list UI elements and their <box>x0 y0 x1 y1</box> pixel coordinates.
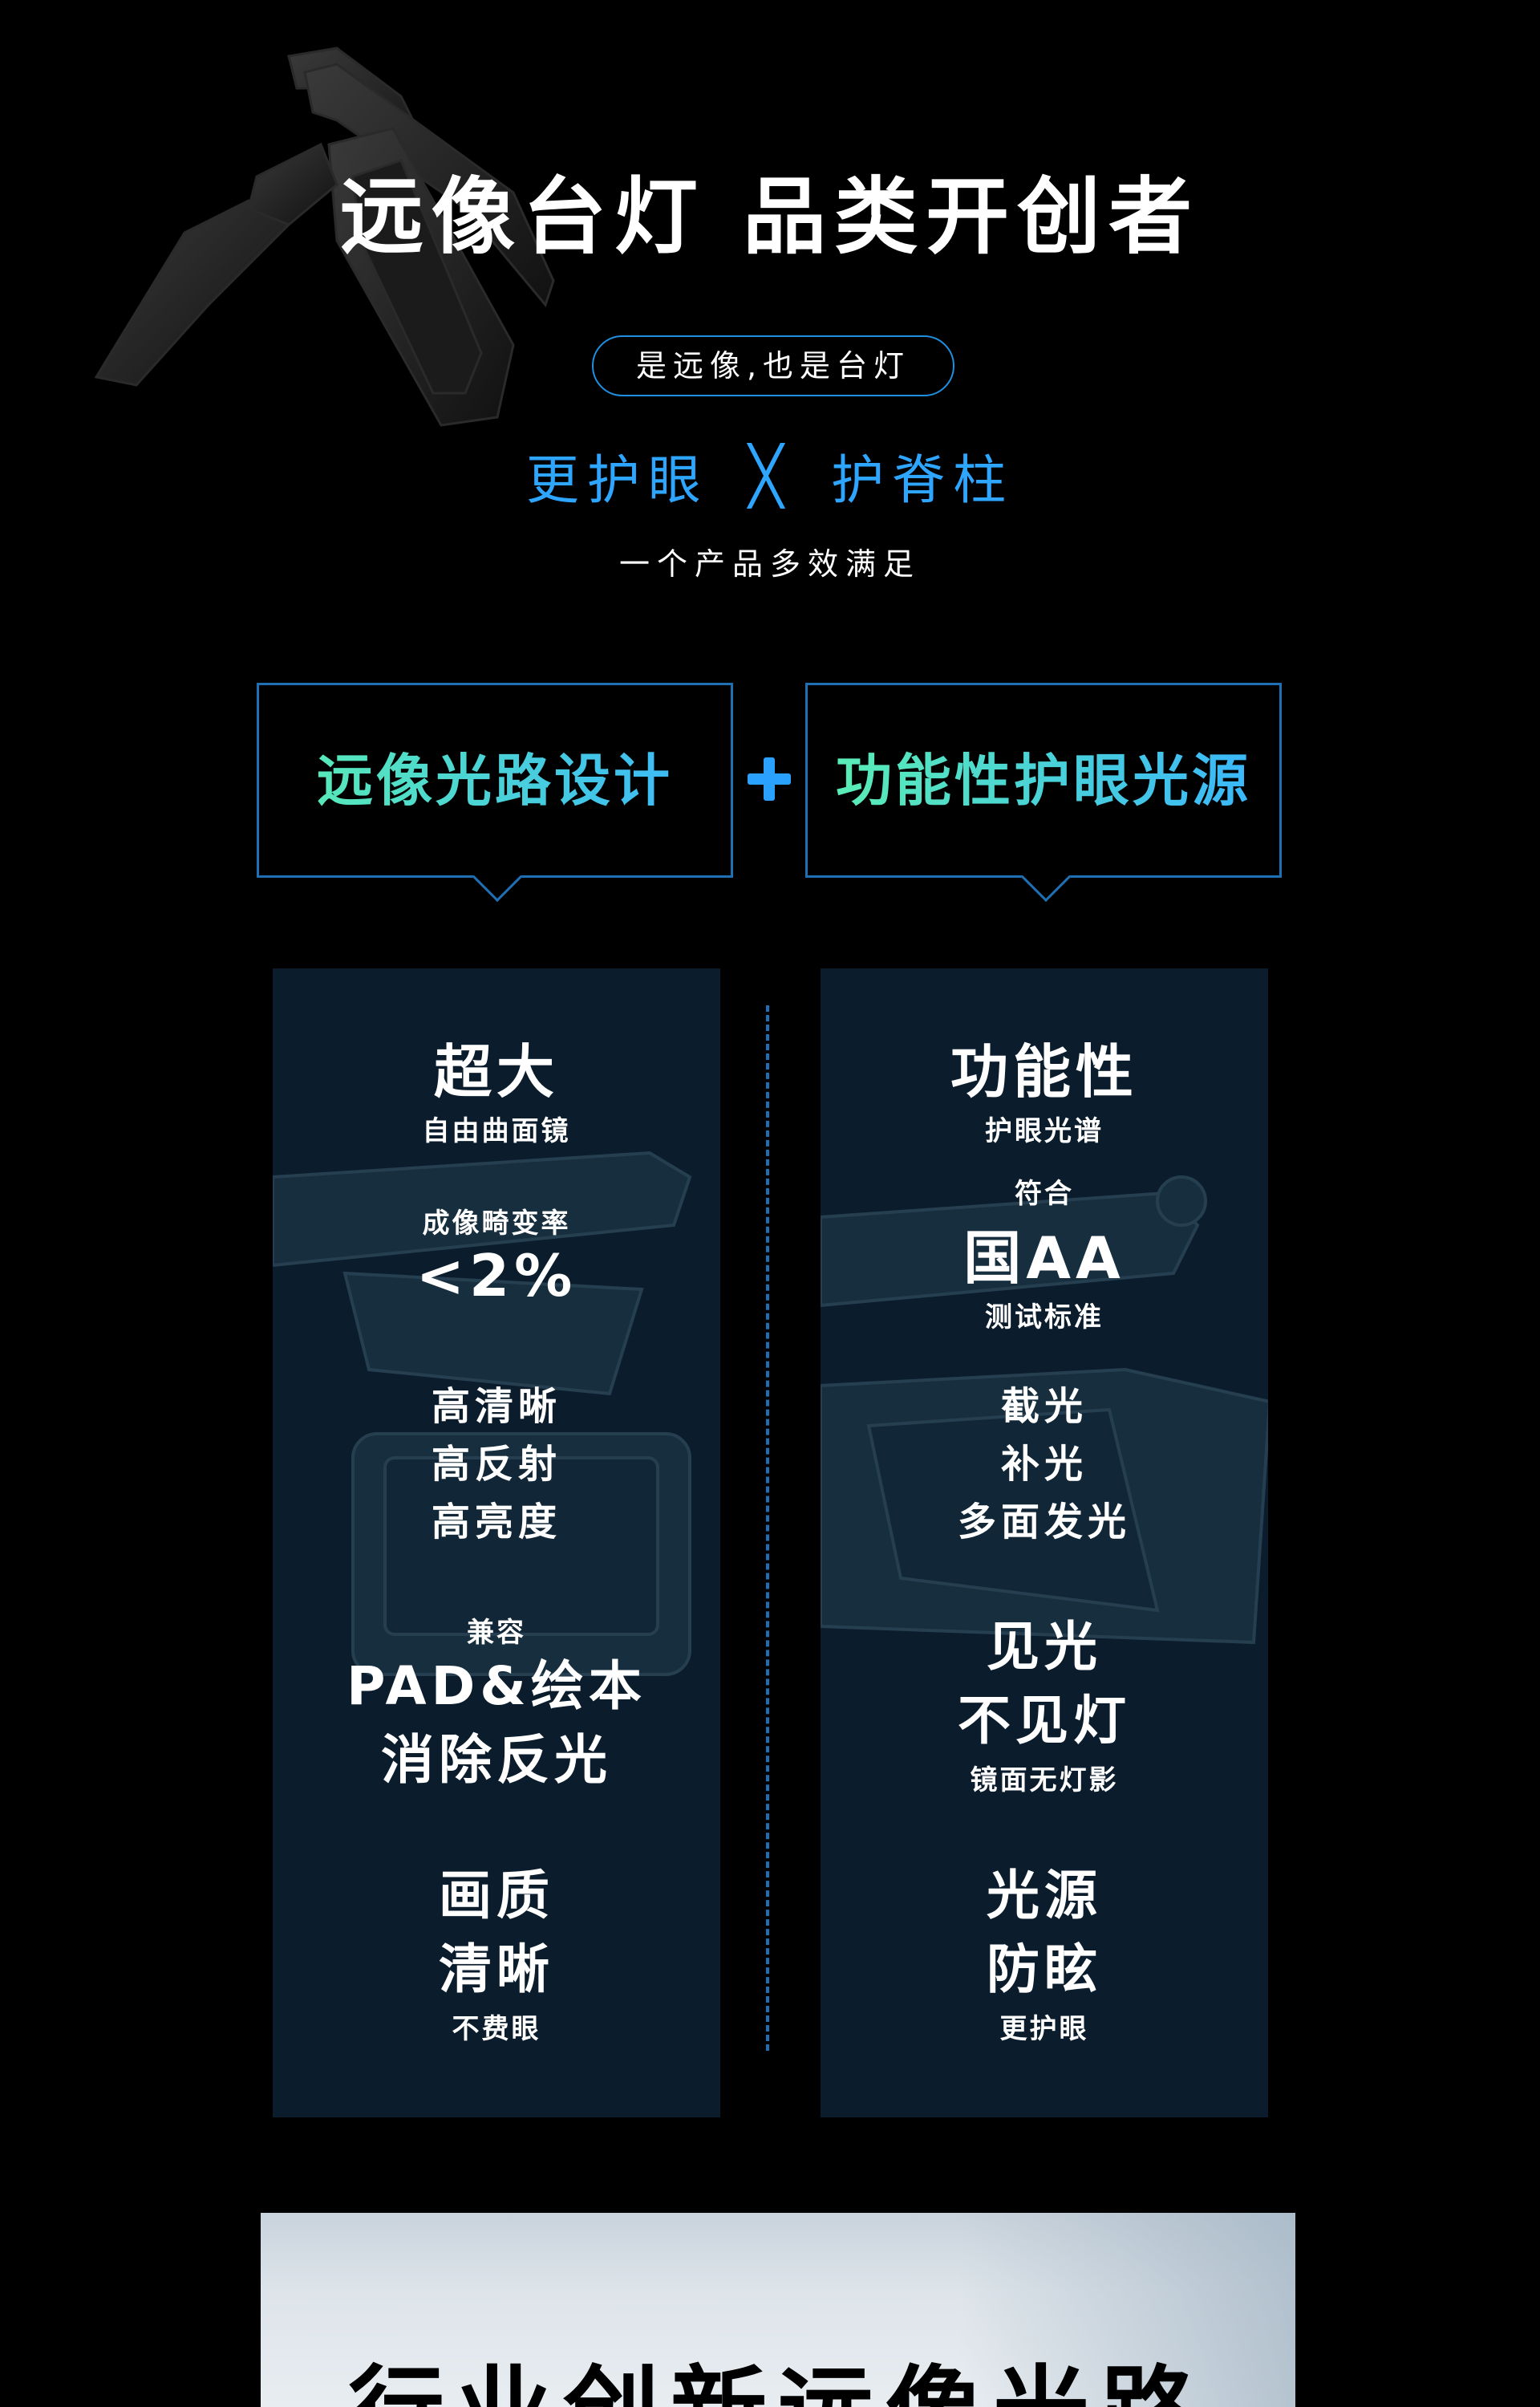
feature-column-left: 超大 自由曲面镜 成像畸变率 <2% 高清晰 高反射 高亮度 兼容 PAD&绘本… <box>273 968 720 2117</box>
feature-line: <2% <box>415 1242 578 1309</box>
benefit-eye: 更护眼 <box>525 449 709 511</box>
plus-icon <box>744 754 794 804</box>
feature-line: 画质 <box>439 1865 554 1926</box>
feature-line: 光源 <box>987 1865 1102 1926</box>
feature-caption: 自由曲面镜 <box>422 1115 571 1147</box>
feature-line: 防眩 <box>987 1938 1102 2000</box>
feature-caption: 不费眼 <box>452 2013 541 2045</box>
benefit-spine: 护脊柱 <box>831 449 1015 511</box>
feature-caption: 镜面无灯影 <box>970 1764 1119 1796</box>
feature-header-left-title: 远像光路设计 <box>259 685 731 875</box>
feature-line: 国AA <box>963 1224 1125 1292</box>
benefit-combo: 更护眼 ╳ 护脊柱 <box>0 437 1540 514</box>
innovation-banner: 行业创新远像光路 <box>261 2213 1295 2407</box>
feature-line: 高亮度 <box>431 1500 561 1544</box>
hero-title: 远像台灯 品类开创者 <box>339 168 1201 266</box>
feature-pre: 兼容 <box>467 1617 526 1649</box>
lamp-ghost-image <box>273 1151 692 1676</box>
banner-title: 行业创新远像光路 <box>261 2333 1295 2407</box>
lamp-ghost-image <box>821 1175 1268 1645</box>
feature-line: 补光 <box>1000 1442 1088 1487</box>
tagline-pill: 是远像,也是台灯 <box>592 335 954 396</box>
feature-line: 见光 <box>987 1616 1102 1678</box>
feature-line: 消除反光 <box>381 1729 612 1791</box>
feature-caption: 测试标准 <box>985 1301 1104 1333</box>
feature-line: 高反射 <box>431 1442 561 1487</box>
feature-line: 清晰 <box>439 1938 554 2000</box>
column-divider <box>766 1005 769 2051</box>
hero-subtitle: 一个产品多效满足 <box>618 546 921 582</box>
feature-line: 截光 <box>1000 1384 1088 1429</box>
feature-pre: 成像畸变率 <box>422 1208 571 1240</box>
feature-pre: 符合 <box>1015 1178 1074 1210</box>
feature-header-right-title: 功能性护眼光源 <box>808 685 1279 875</box>
lamp-illustration <box>94 47 555 427</box>
feature-header-right: 功能性护眼光源 <box>805 683 1282 903</box>
feature-line: 不见灯 <box>958 1690 1131 1751</box>
feature-column-right: 功能性 护眼光谱 符合 国AA 测试标准 截光 补光 多面发光 见光 不见灯 镜… <box>821 968 1268 2117</box>
feature-caption: 护眼光谱 <box>985 1115 1104 1147</box>
feature-line: 超大 <box>433 1038 559 1106</box>
feature-header-left: 远像光路设计 <box>257 683 733 903</box>
feature-caption: 更护眼 <box>999 2013 1089 2045</box>
feature-line: 高清晰 <box>431 1384 561 1429</box>
banner-glow <box>958 2213 1295 2407</box>
feature-line: 功能性 <box>950 1038 1138 1106</box>
feature-line: PAD&绘本 <box>346 1655 646 1717</box>
feature-line: 多面发光 <box>957 1500 1131 1544</box>
times-icon: ╳ <box>748 443 792 509</box>
